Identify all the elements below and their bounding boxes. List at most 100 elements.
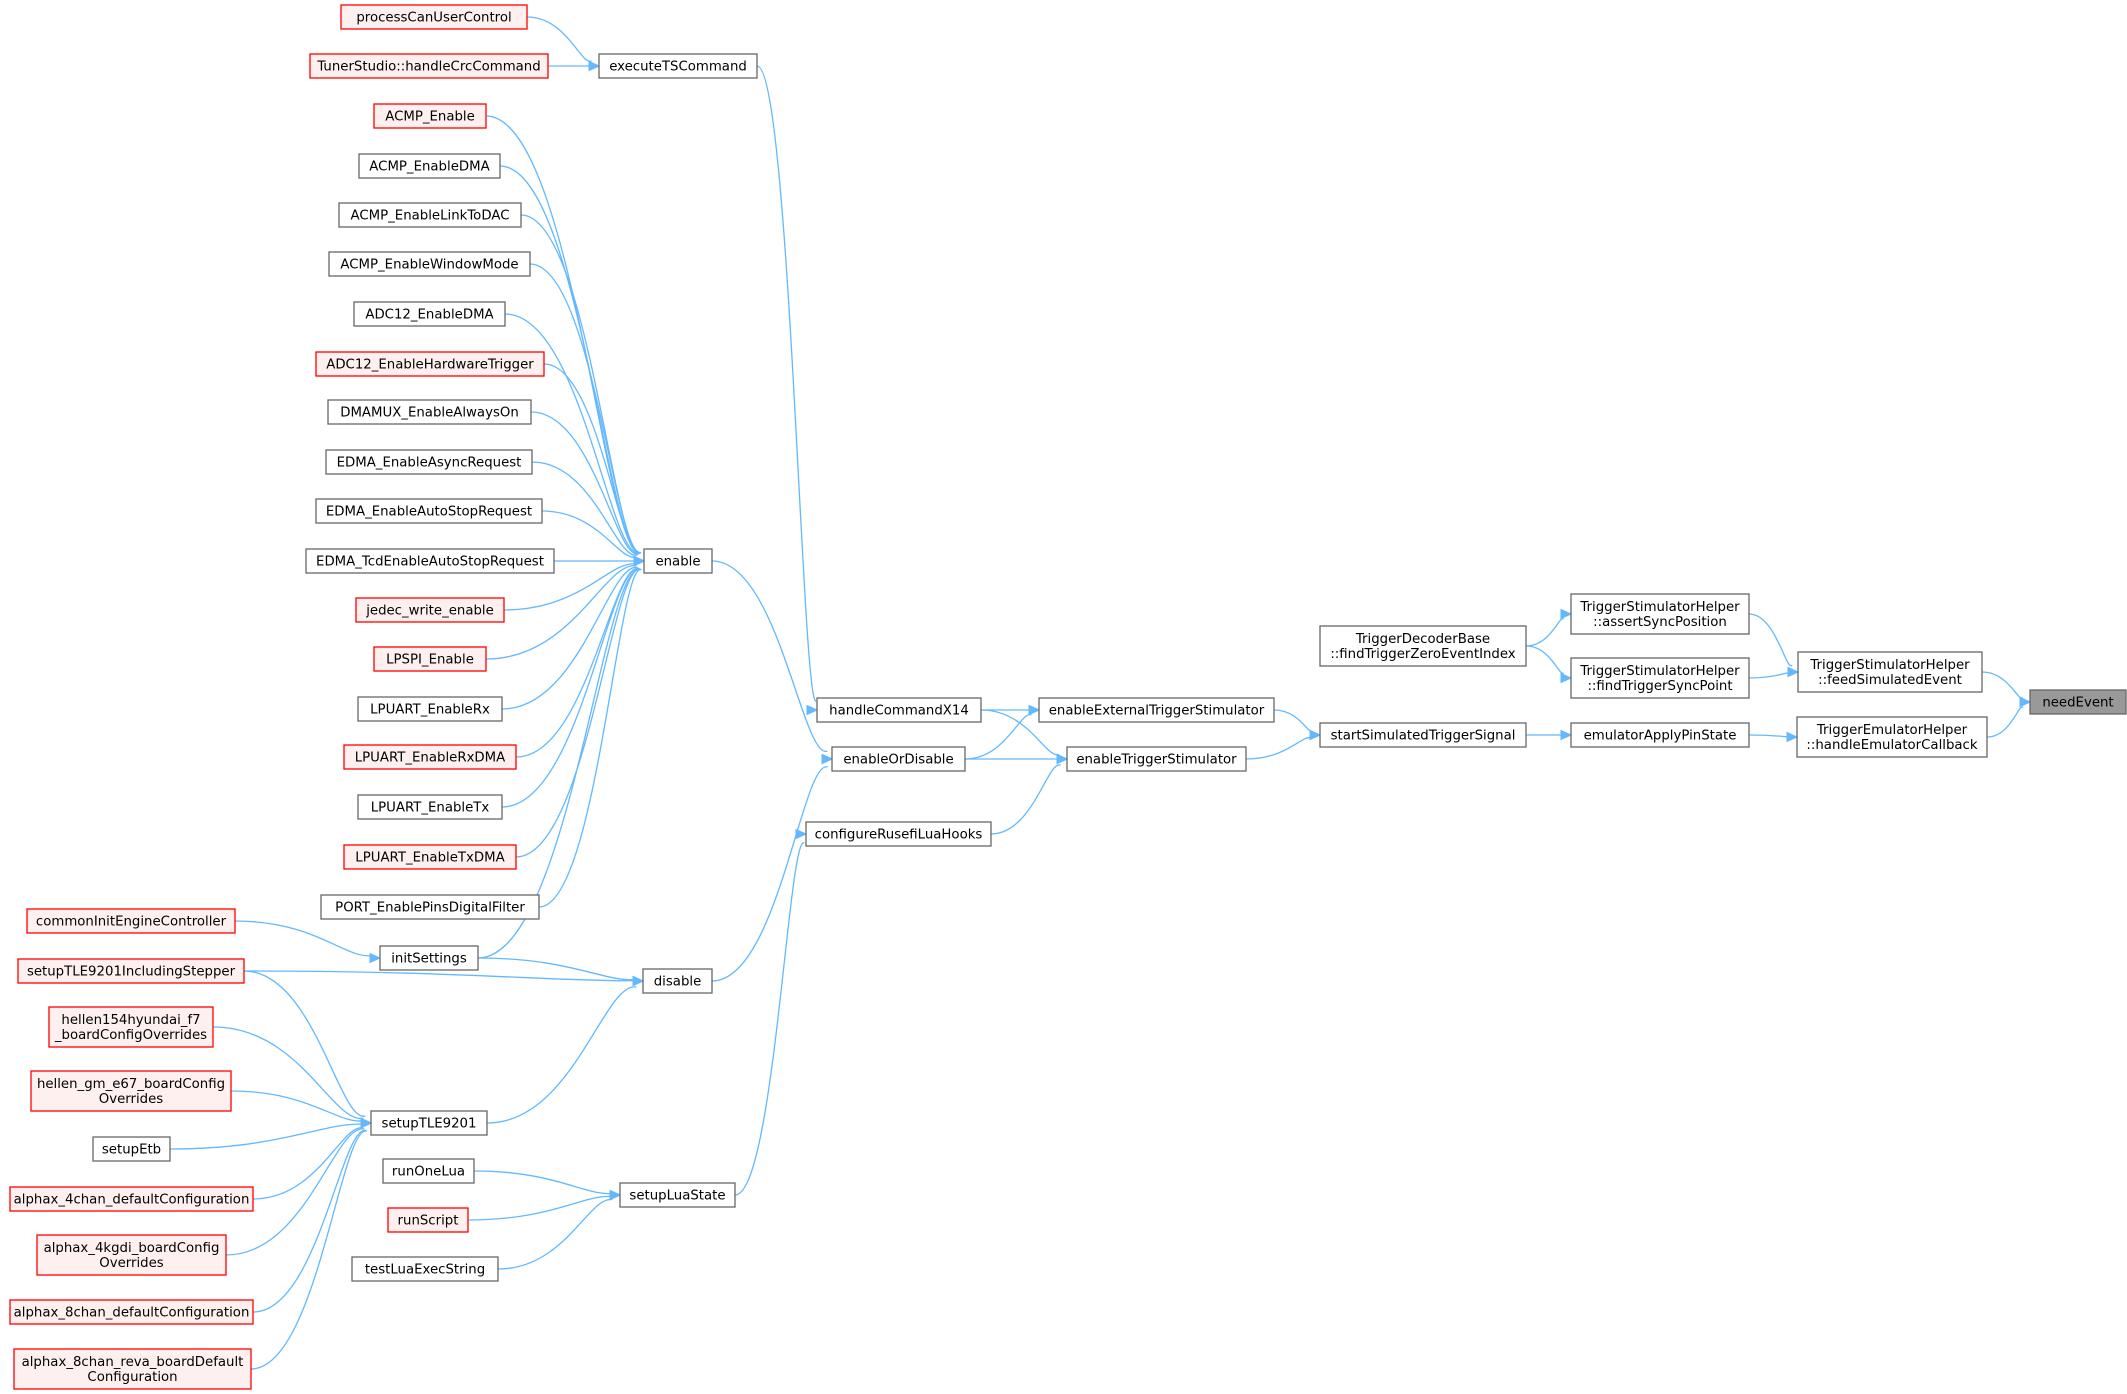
node-layer: needEventTriggerStimulatorHelper::feedSi… (9, 4, 2127, 1390)
node-runScript[interactable]: runScript (387, 1207, 469, 1233)
node-box (373, 103, 487, 129)
node-configureRusefiLuaHooks[interactable]: configureRusefiLuaHooks (805, 821, 992, 847)
node-box (26, 908, 236, 934)
node-ACMP_Enable[interactable]: ACMP_Enable (373, 103, 487, 129)
node-EDMA_EnableAutoStopRequest[interactable]: EDMA_EnableAutoStopRequest (315, 498, 543, 524)
arrowhead (821, 753, 834, 765)
node-label: ADC12_EnableHardwareTrigger (326, 358, 534, 373)
node-setupEtb[interactable]: setupEtb (92, 1136, 171, 1162)
node-label: ::findTriggerZeroEventIndex (1330, 647, 1515, 662)
node-label: TriggerEmulatorHelper (1816, 723, 1968, 738)
node-EDMA_TcdEnableAutoStopRequest[interactable]: EDMA_TcdEnableAutoStopRequest (305, 548, 555, 574)
node-handleCommandX14[interactable]: handleCommandX14 (816, 697, 982, 723)
node-emulatorApplyPinState[interactable]: emulatorApplyPinState (1570, 722, 1750, 748)
node-setupTLE9201IncludingStepper[interactable]: setupTLE9201IncludingStepper (17, 958, 245, 984)
node-label: setupLuaState (629, 1189, 725, 1204)
node-PORT_EnablePinsDigitalFilter[interactable]: PORT_EnablePinsDigitalFilter (320, 894, 540, 920)
node-hellen_gm_e67[interactable]: hellen_gm_e67_boardConfigOverrides (30, 1070, 232, 1112)
node-label: enableTriggerStimulator (1076, 753, 1237, 768)
node-box (36, 1234, 227, 1276)
edge-disable-to-enableOrDisable (711, 753, 834, 982)
node-label: setupEtb (102, 1143, 161, 1158)
edge-testLuaExecString-to-setupLuaState (497, 1189, 622, 1270)
node-LPUART_EnableTxDMA[interactable]: LPUART_EnableTxDMA (343, 844, 517, 870)
node-label: LPUART_EnableRxDMA (355, 751, 506, 766)
node-label: LPUART_EnableTxDMA (355, 851, 504, 866)
node-alphax_8chan[interactable]: alphax_8chan_defaultConfiguration (9, 1299, 254, 1325)
node-box (619, 1182, 736, 1208)
node-enableOrDisable[interactable]: enableOrDisable (831, 746, 966, 772)
arrowhead (806, 704, 819, 716)
node-alphax_8chan_reva[interactable]: alphax_8chan_reva_boardDefaultConfigurat… (13, 1348, 252, 1390)
node-initSettings[interactable]: initSettings (379, 945, 479, 971)
node-testLuaExecString[interactable]: testLuaExecString (351, 1256, 499, 1282)
node-findTriggerZeroEventIndex[interactable]: TriggerDecoderBase::findTriggerZeroEvent… (1319, 625, 1527, 667)
node-ADC12_EnableDMA[interactable]: ADC12_EnableDMA (353, 301, 506, 327)
node-LPSPI_Enable[interactable]: LPSPI_Enable (373, 646, 487, 672)
node-commonInitEngineController[interactable]: commonInitEngineController (26, 908, 236, 934)
node-box (642, 968, 713, 994)
node-label: Overrides (99, 1092, 164, 1107)
node-box (48, 1006, 214, 1048)
node-label: _boardConfigOverrides (54, 1028, 207, 1043)
node-label: runScript (398, 1214, 459, 1229)
node-box (320, 894, 540, 920)
edge-LPUART_EnableRx-to-enable (501, 555, 646, 710)
node-label: enableOrDisable (843, 753, 953, 768)
node-jedec_write_enable[interactable]: jedec_write_enable (355, 597, 505, 623)
node-box (816, 697, 982, 723)
node-disable[interactable]: disable (642, 968, 713, 994)
node-hellen154[interactable]: hellen154hyundai_f7_boardConfigOverrides (48, 1006, 214, 1048)
node-ACMP_EnableDMA[interactable]: ACMP_EnableDMA (358, 153, 501, 179)
node-ADC12_EnableHardwareTrigger[interactable]: ADC12_EnableHardwareTrigger (315, 351, 545, 377)
node-label: jedec_write_enable (365, 604, 494, 619)
edge-handleCrcCommand-to-executeTSCommand (548, 60, 601, 72)
edge-initSettings-to-enable (477, 555, 646, 959)
node-LPUART_EnableRx[interactable]: LPUART_EnableRx (357, 696, 503, 722)
node-label: initSettings (391, 952, 467, 967)
edge-findTriggerSyncPoint-to-feedSimulatedEvent (1748, 666, 1800, 679)
node-label: TriggerDecoderBase (1355, 632, 1490, 647)
node-enableExternalTriggerStimulator[interactable]: enableExternalTriggerStimulator (1038, 697, 1275, 723)
arrowhead (360, 1117, 373, 1129)
node-label: setupTLE9201 (382, 1117, 477, 1132)
node-box (343, 844, 517, 870)
node-label: alphax_4kgdi_boardConfig (44, 1241, 220, 1256)
edge-handleEmulatorCallback-to-needEvent (1986, 696, 2032, 738)
node-label: TriggerStimulatorHelper (1579, 664, 1740, 679)
node-label: PORT_EnablePinsDigitalFilter (335, 901, 525, 916)
node-startSimulatedTriggerSignal[interactable]: startSimulatedTriggerSignal (1319, 722, 1527, 748)
node-enableTriggerStimulator[interactable]: enableTriggerStimulator (1066, 746, 1247, 772)
node-alphax_4chan[interactable]: alphax_4chan_defaultConfiguration (9, 1186, 254, 1212)
node-ACMP_EnableWindowMode[interactable]: ACMP_EnableWindowMode (328, 251, 531, 277)
node-box (387, 1207, 469, 1233)
edge-alphax_4chan-to-setupTLE9201 (252, 1117, 373, 1200)
node-label: ::assertSyncPosition (1593, 615, 1727, 630)
node-box (30, 1070, 232, 1112)
node-LPUART_EnableTx[interactable]: LPUART_EnableTx (357, 794, 503, 820)
node-runOneLua[interactable]: runOneLua (382, 1158, 475, 1184)
edge-hellen_gm_e67-to-setupTLE9201 (230, 1090, 373, 1129)
node-DMAMUX_EnableAlwaysOn[interactable]: DMAMUX_EnableAlwaysOn (327, 399, 532, 425)
node-processCanUserControl[interactable]: processCanUserControl (340, 4, 528, 30)
node-assertSyncPosition[interactable]: TriggerStimulatorHelper::assertSyncPosit… (1570, 593, 1750, 635)
node-box (309, 53, 549, 79)
node-EDMA_EnableAsyncRequest[interactable]: EDMA_EnableAsyncRequest (325, 449, 533, 475)
node-handleEmulatorCallback[interactable]: TriggerEmulatorHelper::handleEmulatorCal… (1796, 716, 1988, 758)
node-label: enable (655, 555, 700, 570)
node-setupTLE9201[interactable]: setupTLE9201 (370, 1110, 488, 1136)
node-ACMP_EnableLinkToDAC[interactable]: ACMP_EnableLinkToDAC (338, 202, 522, 228)
node-LPUART_EnableRxDMA[interactable]: LPUART_EnableRxDMA (343, 744, 517, 770)
node-handleCrcCommand[interactable]: TunerStudio::handleCrcCommand (309, 53, 549, 79)
edge-setupEtb-to-setupTLE9201 (169, 1117, 373, 1150)
node-feedSimulatedEvent[interactable]: TriggerStimulatorHelper::feedSimulatedEv… (1797, 651, 1983, 693)
node-alphax_4kgdi[interactable]: alphax_4kgdi_boardConfigOverrides (36, 1234, 227, 1276)
node-label: alphax_8chan_reva_boardDefault (22, 1355, 244, 1370)
node-setupLuaState[interactable]: setupLuaState (619, 1182, 736, 1208)
node-findTriggerSyncPoint[interactable]: TriggerStimulatorHelper::findTriggerSync… (1570, 657, 1750, 699)
arrowhead (609, 1189, 622, 1201)
node-enable[interactable]: enable (643, 548, 713, 574)
node-executeTSCommand[interactable]: executeTSCommand (598, 53, 758, 79)
node-box (92, 1136, 171, 1162)
node-label: ::handleEmulatorCallback (1806, 738, 1977, 753)
